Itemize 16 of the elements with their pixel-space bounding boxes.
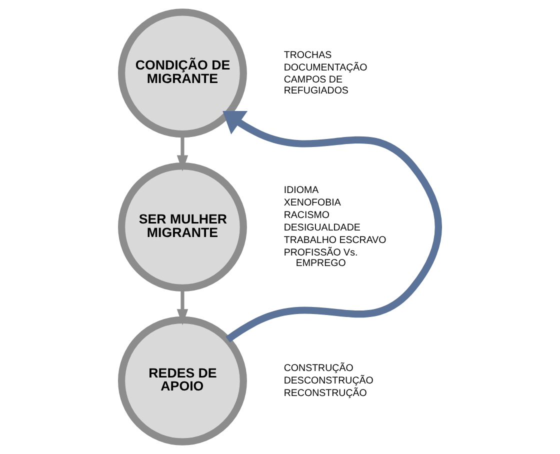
node-label: RACISMO bbox=[284, 210, 330, 221]
node-label: DOCUMENTAÇÃO bbox=[284, 62, 368, 74]
node-label: CAMPOS DE REFUGIADOS bbox=[284, 74, 348, 96]
arrow bbox=[176, 288, 188, 326]
node-label: TROCHAS bbox=[284, 50, 332, 61]
node-label: CONSTRUÇÃO bbox=[284, 362, 354, 374]
node-label: DESIGUALDADE bbox=[284, 222, 360, 234]
node-label: TRABALHO ESCRAVO bbox=[284, 234, 386, 246]
node-label: PROFISSÃO Vs. EMPREGO bbox=[284, 247, 358, 269]
node-label: IDIOMA bbox=[284, 185, 319, 196]
node-circle: REDES DE APOIO bbox=[118, 316, 247, 446]
node-label: DESCONSTRUÇÃO bbox=[284, 375, 374, 386]
node-label: XENOFOBIA bbox=[284, 197, 341, 208]
arrow bbox=[222, 110, 442, 342]
node-label: RECONSTRUÇÃO bbox=[284, 388, 367, 399]
node-circle: SER MULHER MIGRANTE bbox=[118, 162, 247, 292]
